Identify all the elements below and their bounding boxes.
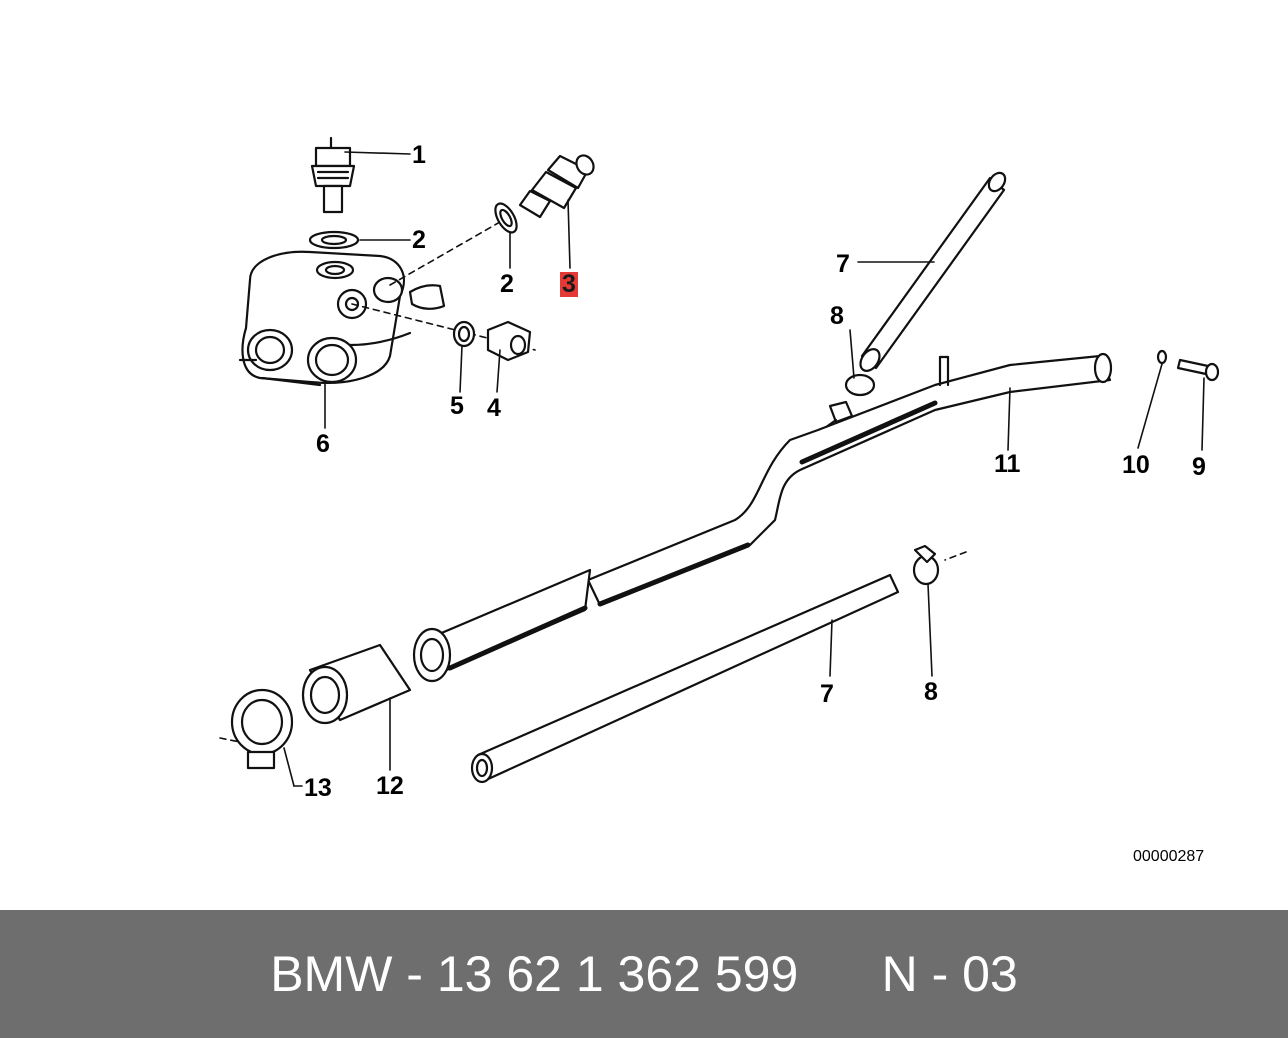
band-clamp-part bbox=[230, 688, 294, 770]
temperature-sensor-part bbox=[310, 136, 356, 214]
callout-9[interactable]: 9 bbox=[1192, 453, 1206, 481]
washer-part bbox=[1156, 349, 1168, 365]
callout-leader-lines bbox=[283, 151, 1205, 787]
lower-pipe-section-part bbox=[412, 542, 751, 683]
callout-10[interactable]: 10 bbox=[1122, 451, 1150, 479]
upper-water-hose-part bbox=[859, 171, 1007, 372]
exploded-view-drawing bbox=[219, 136, 1220, 787]
bolt-part bbox=[1176, 358, 1220, 382]
sealing-washer-part bbox=[308, 230, 360, 250]
callout-8-upper[interactable]: 8 bbox=[830, 302, 844, 330]
callout-7-upper[interactable]: 7 bbox=[836, 250, 850, 278]
lower-water-hose-part bbox=[470, 573, 900, 784]
banner-spacer bbox=[798, 945, 881, 1003]
temperature-switch-part bbox=[518, 154, 595, 219]
callout-5[interactable]: 5 bbox=[450, 392, 464, 420]
callout-4[interactable]: 4 bbox=[487, 394, 501, 422]
part-number-banner: BMW - 13 62 1 362 599 N - 03 bbox=[0, 910, 1288, 1038]
callout-2-washer-top[interactable]: 2 bbox=[412, 226, 426, 254]
hose-clamp-part-2 bbox=[912, 544, 940, 586]
callout-1[interactable]: 1 bbox=[412, 141, 426, 169]
union-nut-part bbox=[486, 320, 532, 362]
callout-3-highlighted[interactable]: 3 bbox=[560, 270, 578, 298]
parts-diagram: 1 2 2 3 4 5 6 7 8 11 10 9 7 8 13 12 0000… bbox=[219, 136, 1220, 865]
callout-6[interactable]: 6 bbox=[316, 430, 330, 458]
drawing-number: 00000287 bbox=[1133, 848, 1205, 865]
rubber-sleeve-part bbox=[301, 643, 412, 725]
callout-7-lower[interactable]: 7 bbox=[820, 680, 834, 708]
callout-13[interactable]: 13 bbox=[304, 774, 332, 802]
callout-12[interactable]: 12 bbox=[376, 772, 404, 800]
variant-label: N - 03 bbox=[881, 946, 1018, 1002]
part-number-label: BMW - 13 62 1 362 599 bbox=[270, 946, 799, 1002]
coolant-pipe-part bbox=[586, 352, 1113, 607]
o-ring-part bbox=[452, 320, 476, 348]
callout-8-lower[interactable]: 8 bbox=[924, 678, 938, 706]
callout-2-washer-right[interactable]: 2 bbox=[500, 270, 514, 298]
sealing-washer-part-2 bbox=[494, 202, 518, 234]
thermostat-housing-part bbox=[238, 250, 446, 387]
callout-11[interactable]: 11 bbox=[994, 450, 1021, 478]
